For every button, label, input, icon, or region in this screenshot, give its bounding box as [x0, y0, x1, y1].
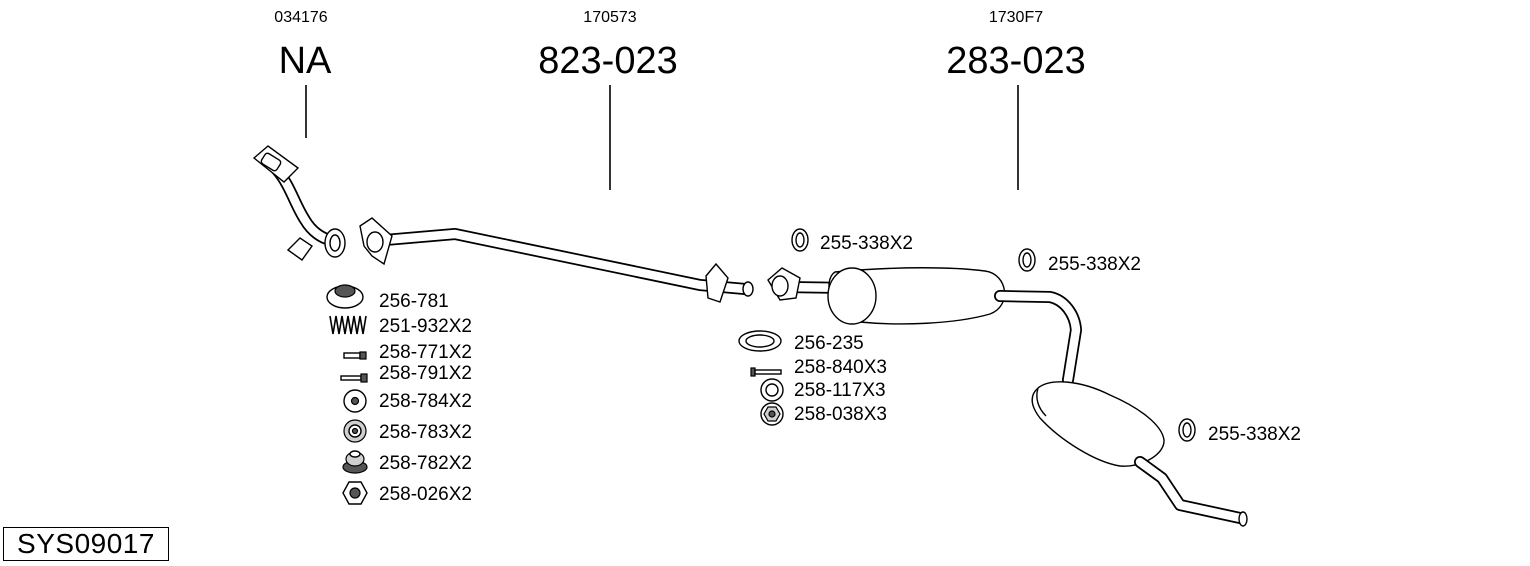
assembly-part-middle: 823-023 — [538, 40, 677, 82]
hardware-label: 256-781 — [379, 291, 449, 312]
system-id-box: SYS09017 — [3, 527, 169, 561]
flange-nut-icon — [760, 402, 784, 426]
front-pipe — [252, 145, 346, 261]
rubber-hanger-icon — [1018, 248, 1036, 272]
hardware-label: 258-038X3 — [794, 404, 887, 425]
hardware-label: 258-782X2 — [379, 453, 472, 474]
assembly-code-front: 034176 — [274, 9, 327, 26]
gasket-ring-icon — [326, 284, 364, 309]
hardware-front-icons — [326, 284, 368, 505]
hardware-label: 258-026X2 — [379, 484, 472, 505]
spring-icon — [329, 315, 367, 335]
hardware-middle-icons — [738, 330, 784, 426]
rubber-hanger-icon — [1178, 418, 1196, 442]
rubber-hanger-icon — [791, 228, 809, 252]
assembly-code-rear: 1730F7 — [989, 9, 1043, 26]
cone-washer-icon — [342, 450, 368, 474]
hanger-label: 255-338X2 — [820, 233, 913, 254]
hanger-label: 255-338X2 — [1048, 254, 1141, 275]
hardware-label: 256-235 — [794, 333, 864, 354]
hanger-label: 255-338X2 — [1208, 424, 1301, 445]
assembly-code-middle: 170573 — [583, 9, 636, 26]
hardware-label: 258-117X3 — [794, 380, 886, 401]
hex-nut-icon — [342, 481, 368, 505]
gasket-ring-icon — [738, 330, 782, 352]
washer-icon — [760, 378, 784, 402]
rear-section — [767, 267, 1248, 527]
middle-pipe — [359, 217, 754, 303]
spring-washer-icon — [343, 419, 367, 443]
long-bolt-icon — [340, 373, 368, 383]
washer-icon — [343, 389, 367, 413]
bolt-icon — [750, 367, 782, 377]
hardware-label: 258-784X2 — [379, 391, 472, 412]
assembly-part-front: NA — [279, 40, 332, 82]
hardware-label: 258-771X2 — [379, 342, 472, 363]
hardware-label: 258-840X3 — [794, 357, 887, 378]
hardware-label: 258-791X2 — [379, 363, 472, 384]
assembly-part-rear: 283-023 — [946, 40, 1085, 82]
hardware-label: 258-783X2 — [379, 422, 472, 443]
hardware-label: 251-932X2 — [379, 316, 472, 337]
bolt-icon — [343, 351, 367, 360]
